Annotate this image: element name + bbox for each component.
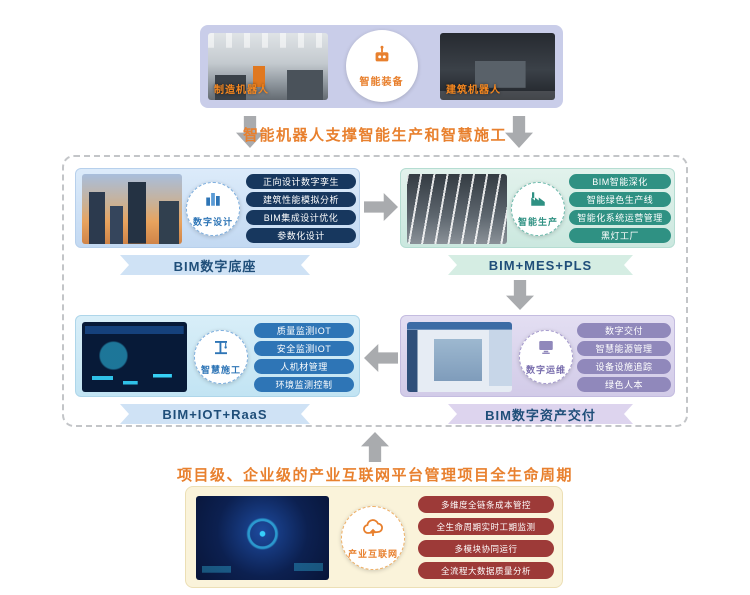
lifecycle-frame [62,155,688,427]
manufacturing-robots-label: 制造机器人 [214,85,269,96]
construction-feature-pill: 人机材管理 [254,359,354,374]
smart-equipment-label: 智能装备 [359,77,404,88]
manufacturing-robots-photo: 制造机器人 [208,33,328,100]
operations-feature-pill: 设备设施追踪 [577,359,671,374]
digital-operations-badge: 数字运维 [519,330,573,384]
industrial-internet-label: 产业互联网 [347,549,398,559]
production-feature-pill: 黑灯工厂 [569,228,671,243]
monitor-icon [537,338,555,361]
platform-feature-pill: 全流程大数据质量分析 [418,562,554,579]
digital-operations-photo [407,322,512,392]
ribbon-bim-digital-base: BIM数字底座 [120,255,310,275]
arrow-up-platform-icon [361,432,389,462]
smart-production-photo [407,174,507,244]
operations-feature-pill: 绿色人本 [577,377,671,392]
panel-smart-construction: 智慧施工 质量监测IOT 安全监测IOT 人机材管理 环境监测控制 [75,315,360,397]
smart-construction-photo [82,322,187,392]
smart-construction-items: 质量监测IOT 安全监测IOT 人机材管理 环境监测控制 [254,323,354,395]
factory-icon [529,190,547,213]
headline-platform-lifecycle: 项目级、企业级的产业互联网平台管理项目全生命周期 [176,467,573,484]
ribbon-bim-digital-asset: BIM数字资产交付 [448,404,633,424]
crane-icon [212,338,230,361]
panel-digital-design: 数字设计 正向设计数字孪生 建筑性能模拟分析 BIM集成设计优化 参数化设计 [75,168,360,248]
panel-smart-production: 智能生产 BIM智能深化 智能绿色生产线 智能化系统运营管理 黑灯工厂 [400,168,675,248]
construction-feature-pill: 安全监测IOT [254,341,354,356]
panel-digital-operations: 数字运维 数字交付 智慧能源管理 设备设施追踪 绿色人本 [400,315,675,397]
construction-robots-photo: 建筑机器人 [440,33,555,100]
smart-equipment-badge: 智能装备 [345,30,418,102]
production-feature-pill: BIM智能深化 [569,174,671,189]
smart-construction-badge: 智慧施工 [194,330,248,384]
industrial-internet-photo [196,496,329,580]
smart-construction-title: 智慧施工 [200,365,241,375]
ribbon-bim-mes-pls: BIM+MES+PLS [448,255,633,275]
ribbon-bim-iot-raas: BIM+IOT+RaaS [120,404,310,424]
design-feature-pill: 正向设计数字孪生 [246,174,356,189]
digital-operations-title: 数字运维 [525,365,566,375]
smart-production-badge: 智能生产 [511,182,565,236]
industrial-internet-badge: 产业互联网 [341,506,405,570]
design-feature-pill: 参数化设计 [246,228,356,243]
digital-design-badge: 数字设计 [186,182,240,236]
cloud-network-icon [361,516,385,545]
production-feature-pill: 智能绿色生产线 [569,192,671,207]
platform-feature-pill: 全生命周期实时工期监测 [418,518,554,535]
construction-feature-pill: 质量监测IOT [254,323,354,338]
platform-feature-pill: 多维度全链条成本管控 [418,496,554,513]
smart-production-title: 智能生产 [517,217,558,227]
platform-feature-pill: 多模块协同运行 [418,540,554,557]
construction-robots-label: 建筑机器人 [446,85,501,96]
design-feature-pill: 建筑性能模拟分析 [246,192,356,207]
digital-design-title: 数字设计 [192,217,233,227]
smart-equipment-box: 制造机器人 建筑机器人 智能装备 [200,25,563,108]
digital-operations-items: 数字交付 智慧能源管理 设备设施追踪 绿色人本 [577,323,671,395]
operations-feature-pill: 数字交付 [577,323,671,338]
digital-design-photo [82,174,182,244]
digital-design-items: 正向设计数字孪生 建筑性能模拟分析 BIM集成设计优化 参数化设计 [246,174,356,246]
industrial-internet-items: 多维度全链条成本管控 全生命周期实时工期监测 多模块协同运行 全流程大数据质量分… [418,496,554,584]
construction-feature-pill: 环境监测控制 [254,377,354,392]
smart-production-items: BIM智能深化 智能绿色生产线 智能化系统运营管理 黑灯工厂 [569,174,671,246]
robot-equipment-icon [371,44,393,71]
buildings-icon [204,190,222,213]
production-feature-pill: 智能化系统运营管理 [569,210,671,225]
operations-feature-pill: 智慧能源管理 [577,341,671,356]
industrial-internet-box: 产业互联网 多维度全链条成本管控 全生命周期实时工期监测 多模块协同运行 全流程… [185,486,563,588]
design-feature-pill: BIM集成设计优化 [246,210,356,225]
headline-robots-support: 智能机器人支撑智能生产和智慧施工 [242,127,507,144]
